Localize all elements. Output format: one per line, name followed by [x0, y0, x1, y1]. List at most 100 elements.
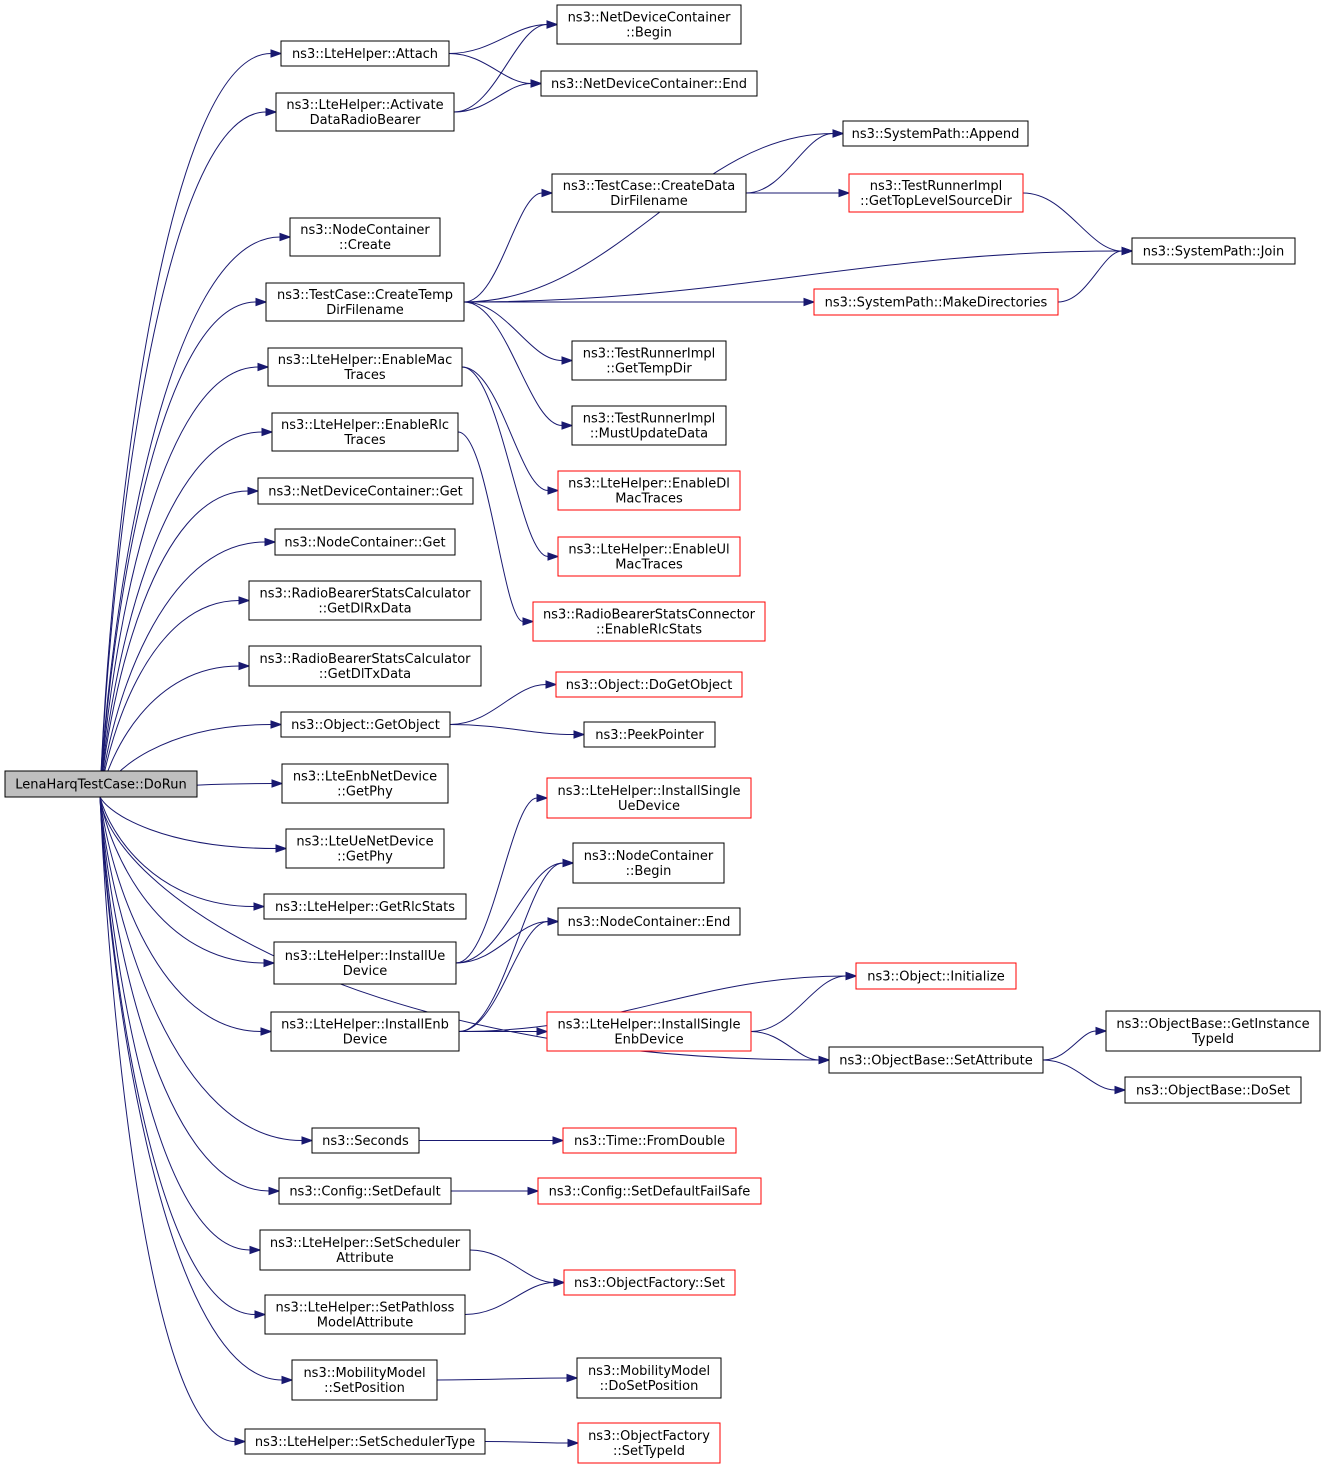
- node-ndc-begin[interactable]: ns3::NetDeviceContainer::Begin: [556, 4, 742, 45]
- node-box: [289, 217, 441, 257]
- node-label-line: ns3::NodeContainer: [584, 849, 714, 864]
- node-setdefaultfailsafe[interactable]: ns3::Config::SetDefaultFailSafe: [537, 1177, 762, 1205]
- edge-dorun-to-ue_getphy: [99, 796, 288, 853]
- edge-dorun-to-nc_get: [99, 537, 277, 798]
- node-gettoplevel[interactable]: ns3::TestRunnerImpl::GetTopLevelSourceDi…: [848, 173, 1024, 213]
- node-label-line: DirFilename: [326, 303, 404, 318]
- edge-createdata-to-sp_append: [745, 129, 845, 194]
- node-getdlrx[interactable]: ns3::RadioBearerStatsCalculator::GetDlRx…: [248, 580, 482, 621]
- edge-createtemp-to-mustupdate: [463, 301, 574, 430]
- edge-dorun-to-enablerlc: [99, 427, 274, 798]
- node-box: [813, 288, 1059, 316]
- node-mm-setpos[interactable]: ns3::MobilityModel::SetPosition: [291, 1359, 438, 1401]
- node-sp-makedirs[interactable]: ns3::SystemPath::MakeDirectories: [813, 288, 1059, 316]
- node-label-line: LenaHarqTestCase::DoRun: [15, 778, 186, 793]
- node-label-line: ::GetDlTxData: [319, 667, 411, 682]
- edge-dorun-to-installenb: [99, 796, 273, 1036]
- node-doset[interactable]: ns3::ObjectBase::DoSet: [1124, 1076, 1302, 1104]
- node-attach[interactable]: ns3::LteHelper::Attach: [280, 40, 450, 67]
- node-objfactory-set[interactable]: ns3::ObjectFactory::Set: [563, 1269, 736, 1296]
- node-box: [557, 907, 741, 936]
- node-label-line: ns3::RadioBearerStatsConnector: [543, 608, 756, 623]
- node-label-line: ns3::ObjectFactory: [588, 1429, 710, 1444]
- edge-setschedtype-to-objfactory_settypeid: [484, 1438, 580, 1448]
- node-box: [263, 893, 467, 920]
- node-ndc-end[interactable]: ns3::NetDeviceContainer::End: [540, 70, 758, 97]
- node-setdefault[interactable]: ns3::Config::SetDefault: [278, 1177, 452, 1205]
- node-objfactory-settypeid[interactable]: ns3::ObjectFactory::SetTypeId: [577, 1422, 721, 1464]
- node-nc-end[interactable]: ns3::NodeContainer::End: [557, 907, 741, 936]
- node-box: [551, 173, 747, 213]
- edge-dorun-to-mm_setpos: [99, 796, 294, 1385]
- node-box: [244, 1428, 486, 1455]
- node-label-line: ns3::LteUeNetDevice: [296, 835, 433, 850]
- node-rbsconn[interactable]: ns3::RadioBearerStatsConnector::EnableRl…: [532, 601, 766, 642]
- node-setattr[interactable]: ns3::ObjectBase::SetAttribute: [828, 1046, 1044, 1074]
- node-nc-get[interactable]: ns3::NodeContainer::Get: [274, 528, 456, 556]
- node-label-line: ::SetPosition: [324, 1381, 405, 1396]
- edge-setattr-to-getinstancetypeid: [1042, 1026, 1108, 1061]
- node-sp-join[interactable]: ns3::SystemPath::Join: [1131, 237, 1296, 265]
- node-label-line: ns3::MobilityModel: [588, 1364, 710, 1379]
- node-box: [855, 962, 1017, 990]
- node-label-line: ns3::TestRunnerImpl: [583, 347, 716, 362]
- edge-gettoplevel-to-sp_join: [1022, 192, 1134, 256]
- node-enb-getphy[interactable]: ns3::LteEnbNetDevice::GetPhy: [281, 763, 449, 804]
- node-label-line: ns3::LteHelper::Attach: [292, 47, 438, 62]
- node-getrlcstats[interactable]: ns3::LteHelper::GetRlcStats: [263, 893, 467, 920]
- node-seconds[interactable]: ns3::Seconds: [311, 1127, 420, 1154]
- edge-dorun-to-createtemp: [99, 297, 268, 798]
- node-dogetobject[interactable]: ns3::Object::DoGetObject: [555, 671, 743, 698]
- edge-seconds-to-fromdouble: [419, 1136, 565, 1145]
- node-label-line: ::Create: [339, 238, 391, 253]
- node-gettempdir[interactable]: ns3::TestRunnerImpl::GetTempDir: [571, 340, 727, 381]
- node-box: [274, 528, 456, 556]
- node-label-line: ::Begin: [626, 864, 672, 879]
- node-box: [273, 941, 457, 985]
- node-label-line: ns3::Object::Initialize: [867, 970, 1005, 985]
- node-dorun[interactable]: LenaHarqTestCase::DoRun: [4, 770, 198, 798]
- edge-enablemac-to-enableulmac: [461, 366, 560, 561]
- node-getdltx[interactable]: ns3::RadioBearerStatsCalculator::GetDlTx…: [248, 645, 482, 687]
- node-mm-dosetpos[interactable]: ns3::MobilityModel::DoSetPosition: [576, 1357, 722, 1399]
- node-box: [270, 1011, 460, 1052]
- edge-dorun-to-nc_create: [99, 232, 292, 798]
- edge-installsingleenb-to-setattr: [750, 1031, 831, 1065]
- node-sp-append[interactable]: ns3::SystemPath::Append: [842, 120, 1029, 147]
- node-box: [257, 477, 474, 505]
- node-box: [546, 1011, 752, 1052]
- node-obj-init[interactable]: ns3::Object::Initialize: [855, 962, 1017, 990]
- node-ue-getphy[interactable]: ns3::LteUeNetDevice::GetPhy: [285, 828, 445, 869]
- node-setschedtype[interactable]: ns3::LteHelper::SetSchedulerType: [244, 1428, 486, 1455]
- node-mustupdate[interactable]: ns3::TestRunnerImpl::MustUpdateData: [571, 405, 727, 446]
- node-box: [583, 721, 716, 748]
- node-nc-begin[interactable]: ns3::NodeContainer::Begin: [572, 842, 725, 884]
- node-ndc-get[interactable]: ns3::NetDeviceContainer::Get: [257, 477, 474, 505]
- node-label-line: ns3::RadioBearerStatsCalculator: [259, 587, 471, 602]
- node-box: [576, 1357, 722, 1399]
- node-peekpointer[interactable]: ns3::PeekPointer: [583, 721, 716, 748]
- node-fromdouble[interactable]: ns3::Time::FromDouble: [562, 1127, 737, 1154]
- node-label-line: ::GetPhy: [337, 850, 393, 865]
- node-setpathloss[interactable]: ns3::LteHelper::SetPathlossModelAttribut…: [264, 1294, 466, 1335]
- node-getobject[interactable]: ns3::Object::GetObject: [280, 711, 451, 738]
- edge-createdata-to-gettoplevel: [746, 188, 851, 198]
- node-label-line: ns3::NetDeviceContainer: [568, 11, 732, 26]
- edge-installenb-to-nc_end: [458, 917, 560, 1032]
- node-label-line: ::EnableRlcStats: [596, 623, 702, 638]
- node-box: [571, 405, 727, 446]
- node-nc-create[interactable]: ns3::NodeContainer::Create: [289, 217, 441, 257]
